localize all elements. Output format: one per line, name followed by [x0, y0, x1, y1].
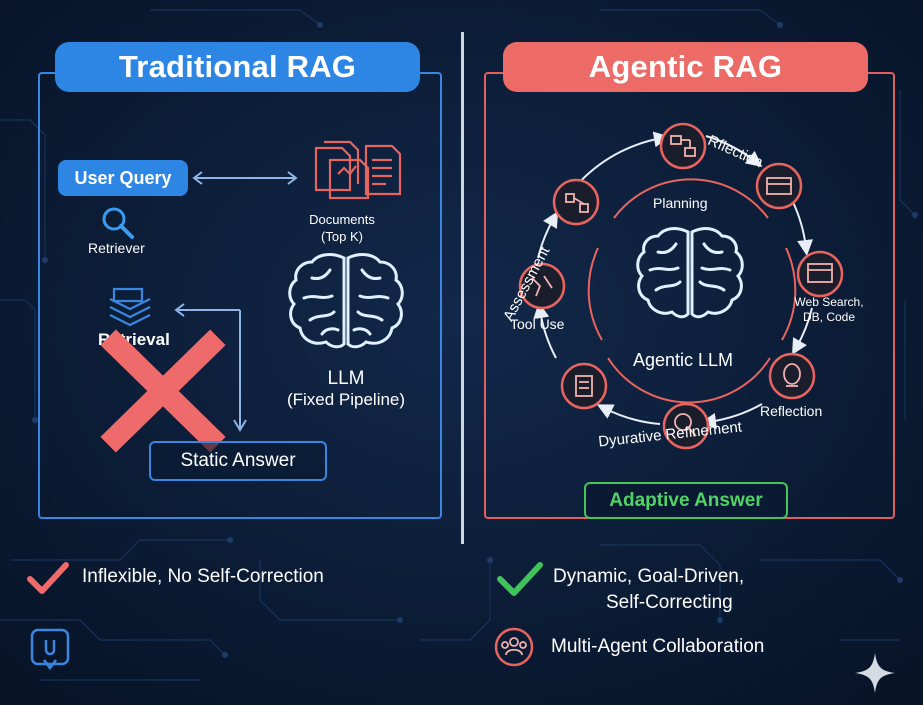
checkmark-red-icon: [27, 562, 69, 594]
tool-use-label: Tool Use: [510, 316, 565, 332]
right-point2-text: Multi-Agent Collaboration: [551, 636, 765, 657]
sparkle-icon: [855, 653, 895, 693]
web-search-label: Web Search,: [794, 295, 864, 309]
flow-arrow: [174, 303, 247, 432]
reflection-label: Reflection: [760, 403, 823, 419]
team-icon: [494, 627, 534, 667]
planning-label: Planning: [653, 195, 708, 211]
layers-icon: [109, 287, 151, 327]
agentic-cycle: [518, 122, 844, 450]
documents-topk-label: (Top K): [321, 229, 363, 244]
cross-icon: [100, 329, 226, 453]
agentic-llm-label: Agentic LLM: [633, 350, 734, 370]
right-point-line2: Self-Correcting: [606, 592, 733, 613]
right-point-line1: Dynamic, Goal-Driven,: [553, 566, 745, 587]
llm-label: LLM: [327, 368, 365, 389]
checkmark-green-icon: [497, 562, 543, 596]
retriever-label: Retriever: [88, 240, 145, 256]
brain-icon: [288, 253, 404, 349]
chat-badge-icon: [30, 628, 70, 671]
search-icon: [102, 207, 134, 239]
documents-label: Documents: [309, 212, 375, 227]
double-arrow-icon: [192, 171, 298, 185]
db-code-label: DB, Code: [802, 310, 856, 324]
static-answer-box: Static Answer: [149, 441, 327, 481]
agentic-rag-title: Agentic RAG: [503, 42, 868, 92]
center-divider: [461, 32, 464, 544]
adaptive-answer-box: Adaptive Answer: [584, 482, 788, 519]
user-query-box: User Query: [58, 160, 188, 196]
documents-icon: [314, 140, 402, 200]
traditional-rag-title: Traditional RAG: [55, 42, 420, 92]
left-point-text: Inflexible, No Self-Correction: [82, 566, 324, 587]
llm-fixed-pipeline-label: (Fixed Pipeline): [286, 390, 406, 409]
